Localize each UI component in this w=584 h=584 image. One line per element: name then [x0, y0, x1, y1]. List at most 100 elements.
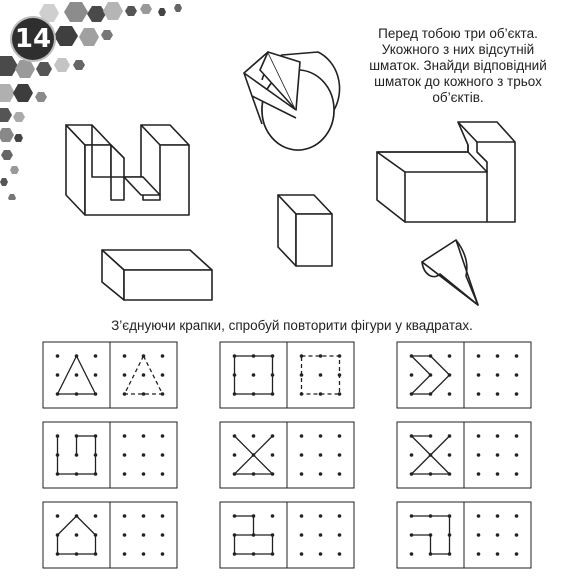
- grid-dot[interactable]: [270, 533, 275, 537]
- grid-dot[interactable]: [447, 453, 452, 457]
- grid-dot[interactable]: [122, 434, 127, 438]
- grid-dot[interactable]: [299, 373, 304, 377]
- grid-dot[interactable]: [270, 434, 275, 438]
- grid-dot[interactable]: [428, 533, 433, 537]
- grid-dot[interactable]: [160, 434, 165, 438]
- grid-dot[interactable]: [409, 354, 414, 358]
- grid-dot[interactable]: [318, 533, 323, 537]
- grid-dot[interactable]: [74, 472, 79, 476]
- grid-dot[interactable]: [55, 373, 60, 377]
- grid-dot[interactable]: [55, 533, 60, 537]
- grid-dot[interactable]: [232, 552, 237, 556]
- grid-dot[interactable]: [160, 472, 165, 476]
- grid-dot[interactable]: [141, 552, 146, 556]
- drawing-area[interactable]: [476, 434, 519, 476]
- grid-dot[interactable]: [476, 354, 481, 358]
- grid-dot[interactable]: [270, 472, 275, 476]
- grid-dot[interactable]: [318, 354, 323, 358]
- grid-dot[interactable]: [495, 552, 500, 556]
- grid-dot[interactable]: [428, 453, 433, 457]
- grid-dot[interactable]: [428, 373, 433, 377]
- grid-dot[interactable]: [476, 472, 481, 476]
- grid-dot[interactable]: [409, 434, 414, 438]
- grid-dot[interactable]: [141, 373, 146, 377]
- grid-dot[interactable]: [409, 533, 414, 537]
- grid-dot[interactable]: [409, 514, 414, 518]
- grid-dot[interactable]: [74, 392, 79, 396]
- grid-dot[interactable]: [93, 434, 98, 438]
- grid-dot[interactable]: [514, 533, 519, 537]
- grid-dot[interactable]: [337, 373, 342, 377]
- grid-dot[interactable]: [409, 552, 414, 556]
- grid-dot[interactable]: [55, 552, 60, 556]
- grid-dot[interactable]: [447, 514, 452, 518]
- grid-dot[interactable]: [55, 354, 60, 358]
- grid-dot[interactable]: [160, 392, 165, 396]
- grid-dot[interactable]: [299, 392, 304, 396]
- grid-dot[interactable]: [514, 552, 519, 556]
- grid-dot[interactable]: [232, 373, 237, 377]
- grid-dot[interactable]: [141, 514, 146, 518]
- grid-dot[interactable]: [74, 514, 79, 518]
- grid-dot[interactable]: [447, 434, 452, 438]
- grid-dot[interactable]: [160, 514, 165, 518]
- grid-dot[interactable]: [476, 453, 481, 457]
- grid-dot[interactable]: [409, 373, 414, 377]
- grid-dot[interactable]: [428, 514, 433, 518]
- grid-dot[interactable]: [270, 453, 275, 457]
- grid-dot[interactable]: [93, 552, 98, 556]
- grid-dot[interactable]: [476, 533, 481, 537]
- grid-dot[interactable]: [514, 373, 519, 377]
- grid-dot[interactable]: [337, 453, 342, 457]
- grid-dot[interactable]: [232, 434, 237, 438]
- grid-dot[interactable]: [337, 392, 342, 396]
- grid-dot[interactable]: [93, 533, 98, 537]
- grid-dot[interactable]: [337, 533, 342, 537]
- grid-dot[interactable]: [55, 392, 60, 396]
- grid-dot[interactable]: [141, 392, 146, 396]
- grid-dot[interactable]: [232, 392, 237, 396]
- grid-dot[interactable]: [232, 354, 237, 358]
- grid-dot[interactable]: [55, 514, 60, 518]
- grid-dot[interactable]: [337, 472, 342, 476]
- grid-dot[interactable]: [299, 434, 304, 438]
- grid-dot[interactable]: [55, 472, 60, 476]
- grid-dot[interactable]: [299, 514, 304, 518]
- grid-dot[interactable]: [447, 533, 452, 537]
- grid-dot[interactable]: [251, 354, 256, 358]
- grid-dot[interactable]: [318, 453, 323, 457]
- grid-dot[interactable]: [299, 472, 304, 476]
- grid-dot[interactable]: [74, 434, 79, 438]
- grid-dot[interactable]: [141, 472, 146, 476]
- grid-dot[interactable]: [476, 392, 481, 396]
- grid-dot[interactable]: [476, 373, 481, 377]
- grid-dot[interactable]: [428, 392, 433, 396]
- grid-dot[interactable]: [122, 514, 127, 518]
- grid-dot[interactable]: [409, 472, 414, 476]
- grid-dot[interactable]: [447, 354, 452, 358]
- grid-dot[interactable]: [160, 354, 165, 358]
- grid-dot[interactable]: [93, 354, 98, 358]
- grid-dot[interactable]: [93, 453, 98, 457]
- grid-dot[interactable]: [160, 533, 165, 537]
- grid-dot[interactable]: [122, 354, 127, 358]
- grid-dot[interactable]: [270, 552, 275, 556]
- grid-dot[interactable]: [122, 533, 127, 537]
- drawing-area[interactable]: [299, 434, 342, 476]
- grid-dot[interactable]: [122, 373, 127, 377]
- grid-dot[interactable]: [251, 392, 256, 396]
- grid-dot[interactable]: [318, 434, 323, 438]
- grid-dot[interactable]: [495, 392, 500, 396]
- grid-dot[interactable]: [337, 514, 342, 518]
- grid-dot[interactable]: [74, 533, 79, 537]
- grid-dot[interactable]: [409, 392, 414, 396]
- grid-dot[interactable]: [232, 533, 237, 537]
- grid-dot[interactable]: [447, 472, 452, 476]
- grid-dot[interactable]: [122, 552, 127, 556]
- grid-dot[interactable]: [318, 472, 323, 476]
- drawing-area[interactable]: [476, 514, 519, 556]
- grid-dot[interactable]: [251, 472, 256, 476]
- grid-dot[interactable]: [514, 354, 519, 358]
- drawing-area[interactable]: [476, 354, 519, 396]
- grid-dot[interactable]: [447, 392, 452, 396]
